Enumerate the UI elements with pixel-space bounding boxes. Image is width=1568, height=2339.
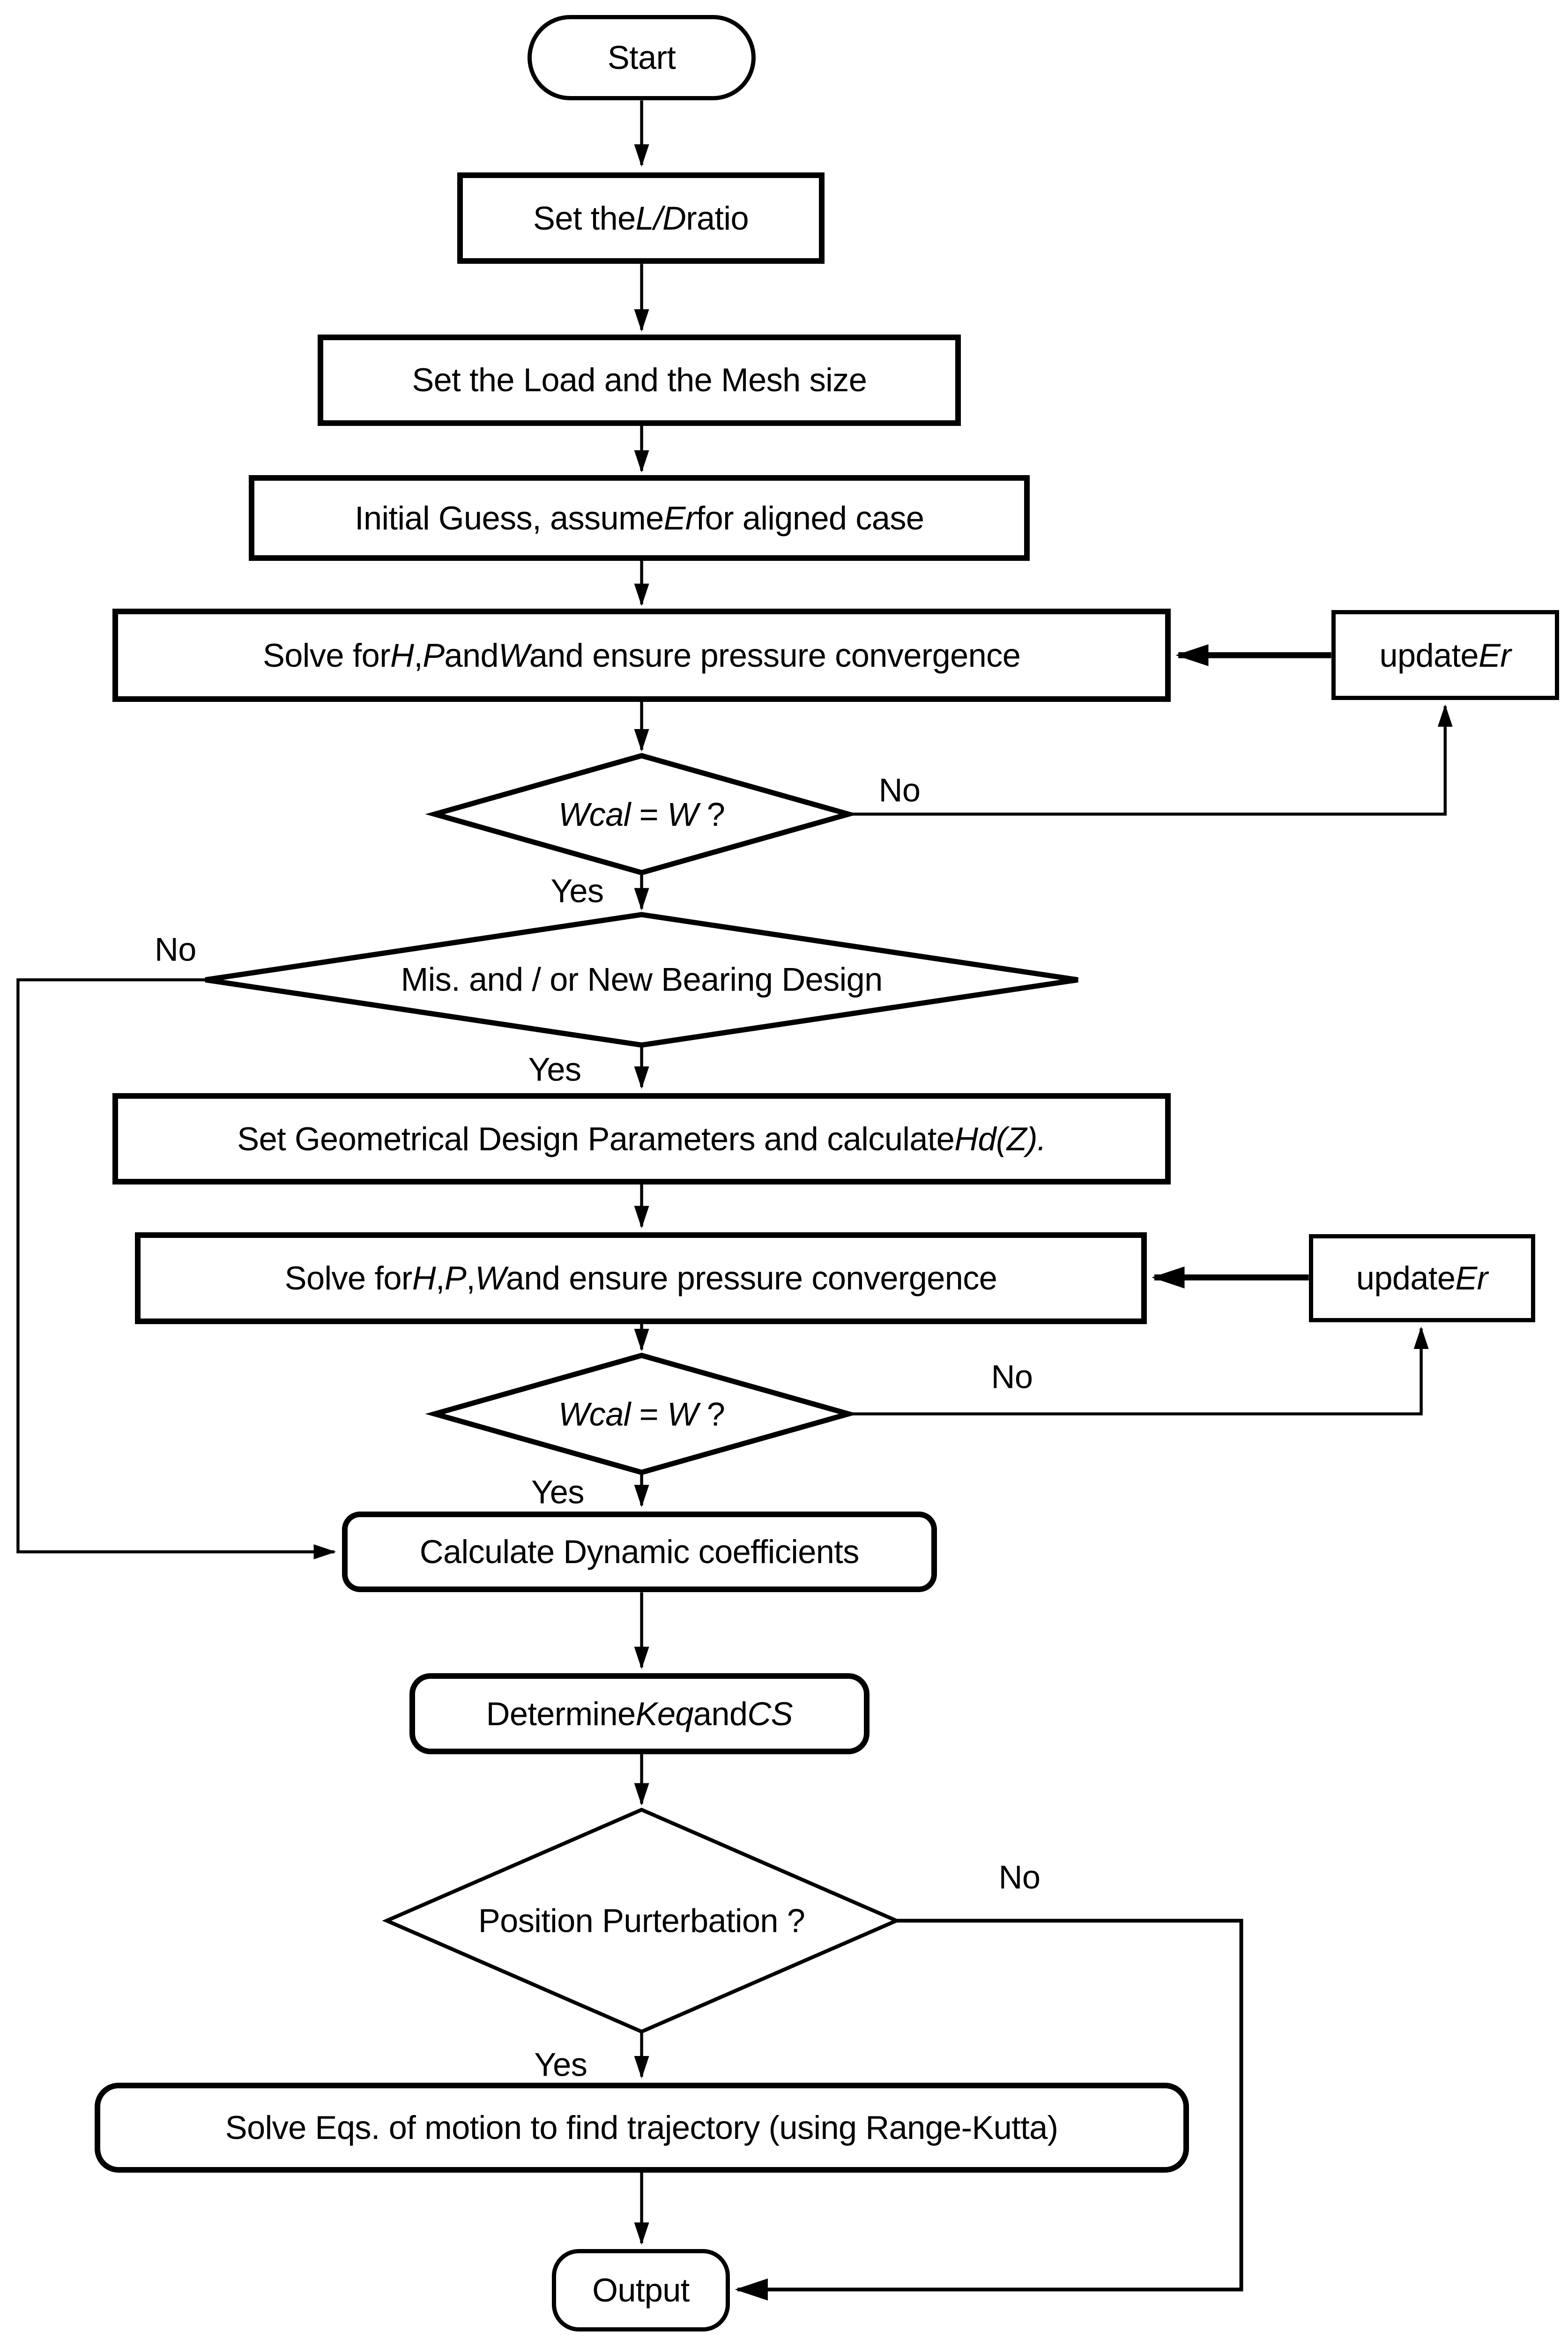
edge-label-yes-3: Yes	[531, 1473, 585, 1511]
node-set-geometrical: Set Geometrical Design Parameters and ca…	[112, 1093, 1171, 1184]
node-output: Output	[551, 2249, 730, 2332]
node-calc-dynamic-coefficients: Calculate Dynamic coefficients	[342, 1511, 937, 1593]
edge-wcal2-updateer2-no	[848, 1326, 1429, 1415]
decision-wcal2-label: Wcal = W ?	[558, 1395, 725, 1433]
node-start: Start	[528, 15, 756, 101]
node-solve1: Solve for H, P and W and ensure pressure…	[112, 609, 1171, 702]
edge-label-yes-1: Yes	[550, 872, 604, 909]
edge-label-no-2: No	[155, 931, 196, 968]
edge-label-no-3: No	[991, 1358, 1033, 1395]
node-set-load-mesh: Set the Load and the Mesh size	[318, 334, 961, 426]
decision-mis-design-shape	[205, 912, 1078, 1048]
decision-position-label: Position Purterbation ?	[478, 1902, 805, 1939]
edge-label-no-1: No	[878, 771, 921, 809]
node-solve-eqs-motion: Solve Eqs. of motion to find trajectory …	[94, 2082, 1189, 2173]
edge-wcal1-updateer1-no	[848, 704, 1453, 816]
decision-wcal1-shape	[425, 752, 858, 876]
decision-position-shape	[382, 1808, 901, 2034]
edge-position-output-no	[735, 1919, 1243, 2301]
node-set-ld-ratio: Set the L/D ratio	[457, 172, 825, 264]
edge-label-yes-4: Yes	[534, 2046, 587, 2083]
edge-mis-calcdyn-no	[16, 978, 336, 1560]
node-determine-keq-cs: Determine Keq and CS	[409, 1673, 869, 1754]
edge-label-no-4: No	[998, 1858, 1040, 1896]
node-update-er-1: update Er	[1331, 610, 1559, 700]
edge-label-yes-2: Yes	[528, 1050, 582, 1088]
decision-wcal2-shape	[425, 1352, 858, 1475]
decision-wcal1-label: Wcal = W ?	[558, 796, 725, 833]
decision-mis-design-label: Mis. and / or New Bearing Design	[401, 961, 883, 998]
node-initial-guess: Initial Guess, assume Er for aligned cas…	[249, 475, 1030, 561]
node-solve2: Solve for H, P, W and ensure pressure co…	[135, 1232, 1147, 1324]
node-update-er-2: update Er	[1308, 1234, 1535, 1323]
